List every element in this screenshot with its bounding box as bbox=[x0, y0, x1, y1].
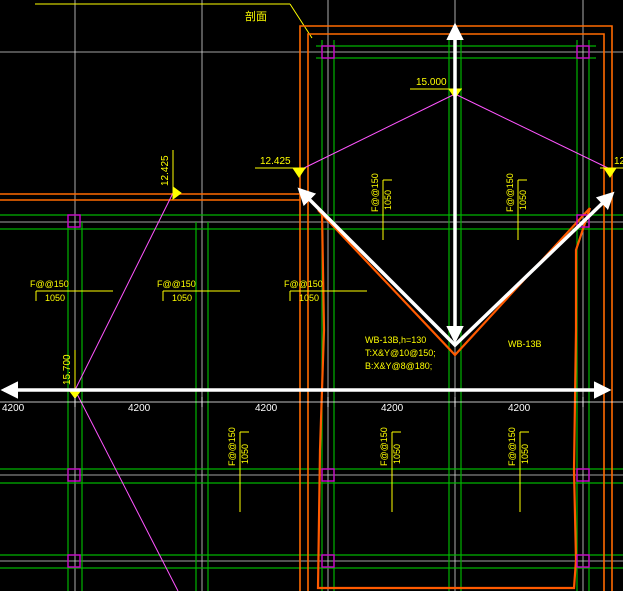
elevation-left-vertical: 12.425 bbox=[160, 155, 171, 186]
elevation-left-low: 15.700 bbox=[62, 354, 73, 385]
elevation-left-eave: 12.425 bbox=[260, 156, 291, 167]
span-lowerright1-rebar: F@@150 bbox=[379, 427, 389, 466]
span-roofright-length: 1050 bbox=[518, 190, 528, 210]
span-roofright-rebar: F@@150 bbox=[505, 173, 515, 212]
dimension-label-5: 4200 bbox=[508, 403, 531, 414]
dimension-label-2: 4200 bbox=[128, 403, 151, 414]
span-lowerright2-rebar: F@@150 bbox=[507, 427, 517, 466]
span-lowerright2-length: 1050 bbox=[520, 444, 530, 464]
elevation-right-eave: 12 bbox=[614, 156, 623, 167]
span-roofleft-length: 1050 bbox=[383, 190, 393, 210]
slab-note-line-3: B:X&Y@8@180; bbox=[365, 361, 432, 371]
span-lowerright1-length: 1050 bbox=[392, 444, 402, 464]
span-left-length: 1050 bbox=[45, 293, 65, 303]
triangle-marker-icon bbox=[292, 167, 306, 178]
dimension-label-3: 4200 bbox=[255, 403, 278, 414]
span-lowermid-length: 1050 bbox=[240, 444, 250, 464]
ridge-lines bbox=[74, 93, 613, 591]
column-markers bbox=[67, 45, 590, 568]
span-lowermid-rebar: F@@150 bbox=[227, 427, 237, 466]
span-roofleft-rebar: F@@150 bbox=[370, 173, 380, 212]
span-annotations-horizontal bbox=[35, 290, 367, 301]
slab-note-line-2: T:X&Y@10@150; bbox=[365, 348, 436, 358]
dimension-label-4: 4200 bbox=[381, 403, 404, 414]
dimension-label-1: 4200 bbox=[2, 403, 25, 414]
slab-note-right: WB-13B bbox=[508, 339, 542, 349]
elevation-top-ridge: 15.000 bbox=[416, 77, 447, 88]
title-note: 剖面 bbox=[245, 9, 267, 23]
double-arrow-icon bbox=[0, 22, 615, 399]
span-midleft-length: 1050 bbox=[172, 293, 192, 303]
span-left-rebar: F@@150 bbox=[30, 279, 69, 289]
slab-note-line-1: WB-13B,h=130 bbox=[365, 335, 426, 345]
span-midright-rebar: F@@150 bbox=[284, 279, 323, 289]
triangle-marker-icon bbox=[603, 167, 617, 178]
span-midleft-rebar: F@@150 bbox=[157, 279, 196, 289]
triangle-marker-icon bbox=[172, 186, 182, 200]
title-leader bbox=[35, 3, 313, 39]
span-midright-length: 1050 bbox=[299, 293, 319, 303]
